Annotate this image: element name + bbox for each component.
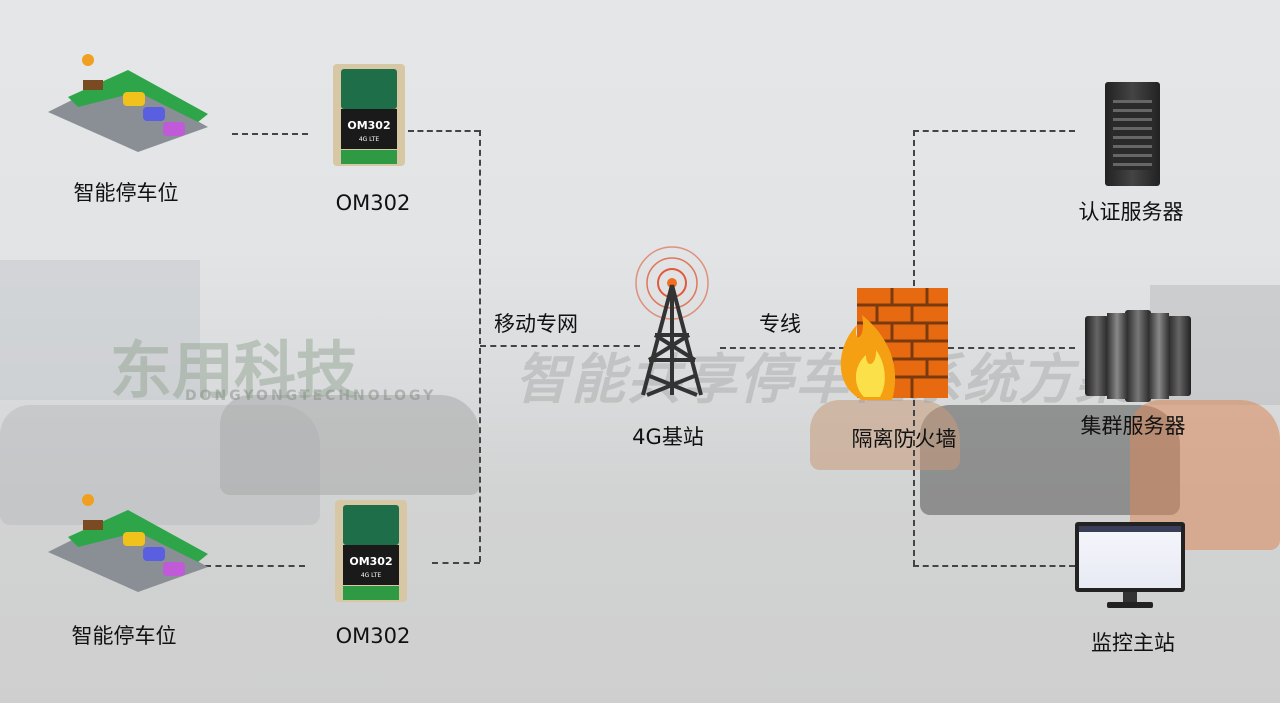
om302-device: OM302 4G LTE xyxy=(333,64,405,166)
label-leased-line: 专线 xyxy=(759,312,801,336)
label-mobile-network: 移动专网 xyxy=(494,312,578,336)
label-base-station: 4G基站 xyxy=(632,425,704,449)
watermark-slogan: 智能共享停车位系统方案 xyxy=(515,348,1131,411)
om302-device: OM302 4G LTE xyxy=(335,500,407,602)
device-sub-text: 4G LTE xyxy=(360,572,382,579)
device-sub-text: 4G LTE xyxy=(358,136,380,143)
link-parking-top xyxy=(232,133,308,135)
smart-parking-icon xyxy=(48,54,208,152)
device-model-text: OM302 xyxy=(347,119,391,132)
label-monitor-station: 监控主站 xyxy=(1091,631,1175,655)
label-device-bottom: OM302 xyxy=(335,624,411,648)
label-device-top: OM302 xyxy=(335,191,411,215)
auth-server-icon xyxy=(1105,82,1160,186)
label-auth-server: 认证服务器 xyxy=(1078,200,1184,224)
link-to-tower xyxy=(480,345,640,347)
monitor-station-icon xyxy=(1075,522,1185,610)
cluster-server-icon xyxy=(1085,310,1191,402)
link-auth-server xyxy=(913,130,1075,132)
link-tower-firewall xyxy=(720,347,845,349)
background-car xyxy=(810,400,960,470)
label-parking-bottom: 智能停车位 xyxy=(71,624,177,648)
background-car xyxy=(220,395,480,495)
firewall-icon xyxy=(840,288,948,400)
link-device-bottom xyxy=(432,562,480,564)
link-parking-bottom xyxy=(205,565,305,567)
label-cluster-server: 集群服务器 xyxy=(1080,414,1186,438)
link-cluster-server xyxy=(948,347,1075,349)
watermark-logo-text: 东用科技 xyxy=(110,334,359,407)
label-parking-top: 智能停车位 xyxy=(73,181,179,205)
smart-parking-icon xyxy=(48,494,208,592)
device-model-text: OM302 xyxy=(349,555,393,568)
link-device-top xyxy=(408,130,480,132)
watermark-logo-en: DONGYONGTECHNOLOGY xyxy=(185,388,437,404)
cell-tower-icon xyxy=(635,246,709,397)
link-monitor xyxy=(913,565,1075,567)
label-firewall: 隔离防火墙 xyxy=(851,427,957,451)
background-building xyxy=(0,260,200,400)
